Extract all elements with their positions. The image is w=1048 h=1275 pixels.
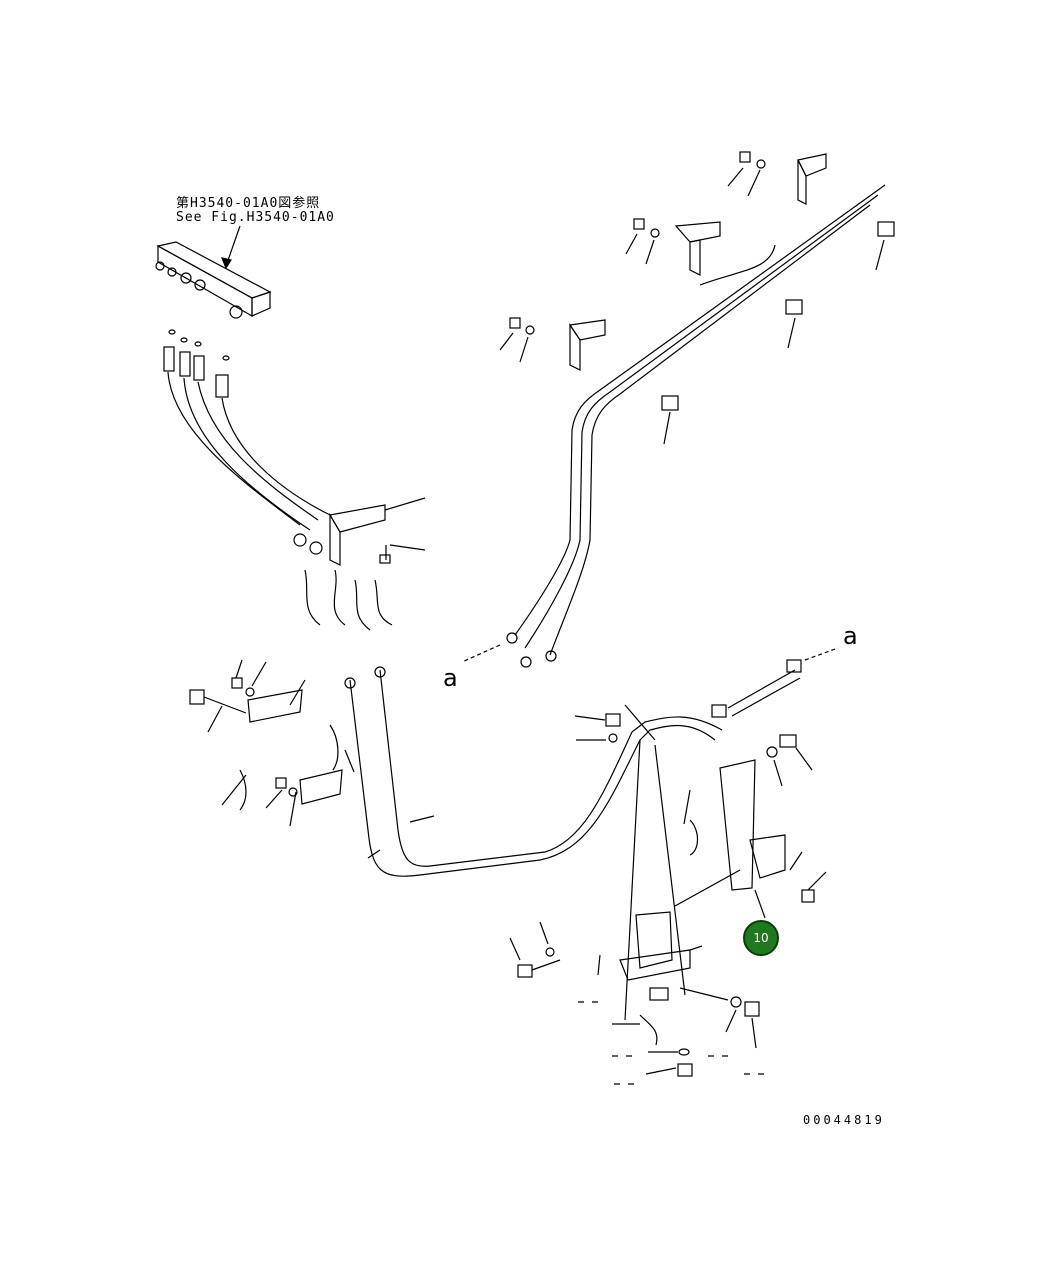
support-strap-bracket: [509, 704, 827, 1085]
o-ring-set: [168, 329, 230, 361]
reference-label-english: See Fig.H3540-01A0: [176, 210, 335, 225]
reference-arrowhead: [221, 257, 232, 270]
figure-number: 00044819: [803, 1113, 885, 1127]
hose-bracket-elbows: [293, 497, 426, 631]
lower-pipe-loop: [344, 666, 723, 877]
reference-label-japanese: 第H3540-01A0図参照: [176, 196, 321, 211]
pipe-clamp-brackets: [499, 151, 827, 371]
valve-manifold-block: [155, 241, 272, 319]
hose-assembly-right: [461, 644, 839, 718]
lower-left-clamps: [189, 659, 435, 859]
connection-marker-a-left: a: [443, 664, 458, 692]
long-pipe-run-upper: [506, 184, 886, 668]
part-callout-badge[interactable]: 10: [743, 920, 779, 956]
pipe-clamps: [661, 221, 895, 445]
hose-bundle-left: [163, 346, 331, 531]
connection-marker-a-right: a: [843, 622, 858, 650]
